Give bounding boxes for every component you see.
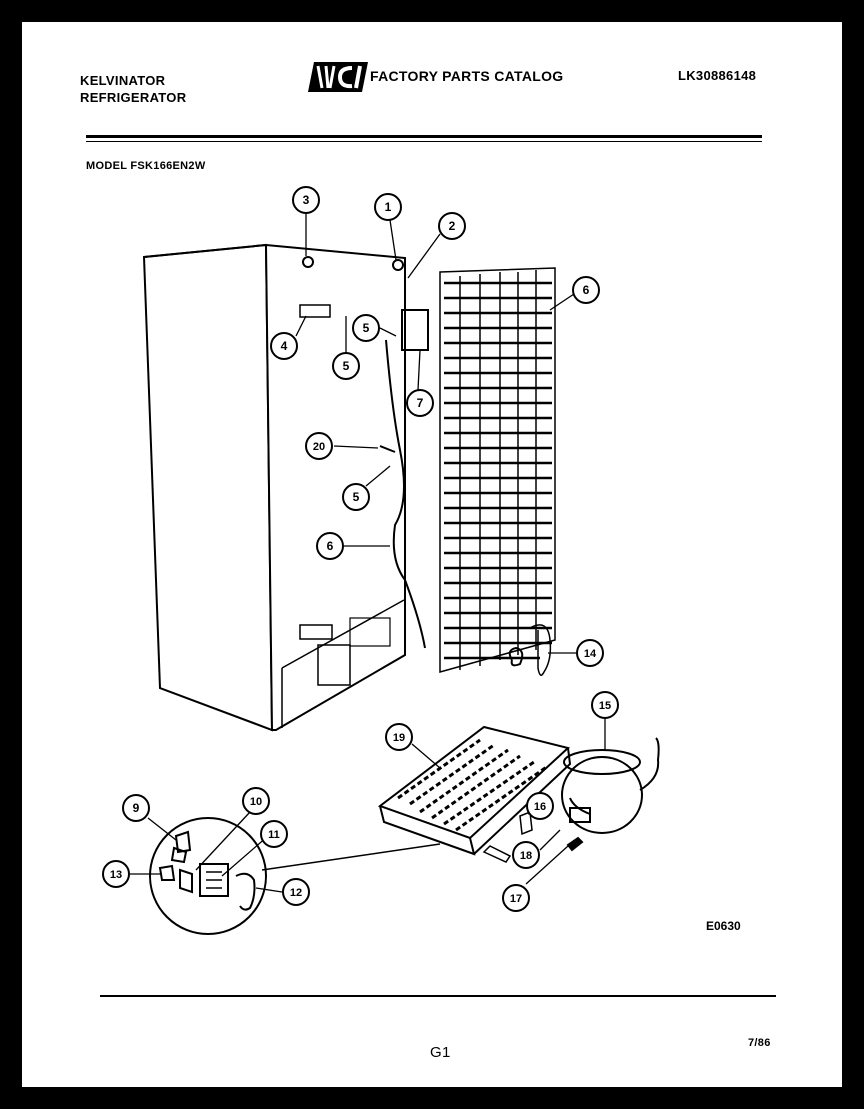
- callout-18: 18: [520, 850, 532, 862]
- header-rule: [86, 135, 762, 138]
- cabinet-back: [264, 243, 406, 731]
- callout-6a: 6: [583, 283, 590, 297]
- callout-9: 9: [133, 801, 140, 815]
- callout-4: 4: [281, 339, 288, 353]
- figure-code: E0630: [706, 919, 741, 933]
- detail-circle: [149, 817, 267, 935]
- brand-name: KELVINATOR: [80, 73, 166, 88]
- condenser-coil: [439, 267, 556, 673]
- callout-17: 17: [510, 893, 522, 905]
- callout-2: 2: [449, 219, 456, 233]
- callout-13: 13: [110, 869, 122, 881]
- callout-16: 16: [534, 801, 546, 813]
- callout-6b: 6: [327, 539, 334, 553]
- callout-20: 20: [313, 441, 325, 453]
- product-type: REFRIGERATOR: [80, 90, 187, 105]
- revision-date: 7/86: [748, 1037, 771, 1049]
- wci-logo: [308, 62, 368, 92]
- callout-7: 7: [417, 396, 424, 410]
- callout-5a: 5: [343, 359, 350, 373]
- callout-1: 1: [385, 200, 392, 214]
- brand-block: KELVINATOR REFRIGERATOR: [80, 72, 186, 106]
- callout-12: 12: [290, 887, 302, 899]
- callout-19: 19: [393, 732, 405, 744]
- callout-5b: 5: [363, 321, 370, 335]
- header-rule-thin: [86, 141, 762, 142]
- callout-3: 3: [303, 193, 310, 207]
- callout-10: 10: [250, 796, 262, 808]
- compressor: [561, 756, 643, 834]
- catalog-title: FACTORY PARTS CATALOG: [370, 68, 564, 84]
- model-label: MODEL FSK166EN2W: [86, 160, 206, 172]
- callout-14: 14: [584, 648, 597, 660]
- document-number: LK30886148: [678, 68, 757, 83]
- callout-11: 11: [268, 829, 280, 841]
- footer-rule: [100, 995, 776, 997]
- cabinet-side: [142, 243, 274, 732]
- catalog-sheet: KELVINATOR REFRIGERATOR FACTORY PARTS CA…: [22, 22, 842, 1087]
- exploded-parts-diagram: 3 1 2 4 5 5 7 6 20 5 6 14 15 19 9 10 11 …: [102, 186, 741, 935]
- callout-5c: 5: [353, 490, 360, 504]
- page-id: G1: [430, 1044, 451, 1061]
- callout-15: 15: [599, 700, 611, 712]
